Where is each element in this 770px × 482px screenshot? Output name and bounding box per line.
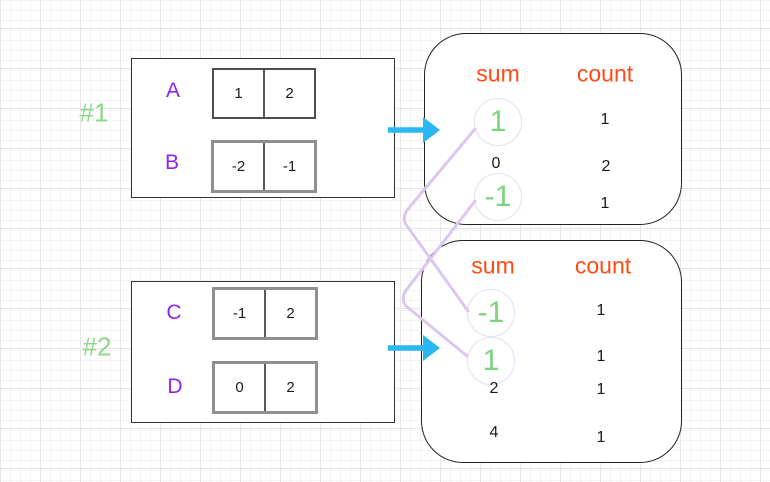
array-a-label: A (165, 79, 181, 102)
example-2-arrays-box: C -1 2 D 0 2 (131, 281, 395, 423)
array-cell: -1 (215, 290, 264, 337)
array-d-label: D (167, 375, 183, 398)
example-2-label: #2 (82, 331, 112, 362)
sum-value: 2 (489, 380, 499, 397)
array-c-cells: -1 2 (212, 287, 318, 340)
sum-value: -1 (477, 296, 505, 329)
sum-value: 1 (482, 344, 500, 377)
example-2-result-table: sum count -1 1 1 1 2 1 4 1 (421, 240, 682, 463)
array-b-cells: -2 -1 (211, 140, 317, 193)
array-cell: 0 (215, 364, 264, 411)
example-1-arrays-box: A 1 2 B -2 -1 (131, 58, 395, 198)
example-1-label: #1 (79, 97, 109, 128)
array-cell: 1 (214, 70, 263, 117)
count-value: 2 (601, 158, 611, 175)
array-d-cells: 0 2 (212, 361, 318, 414)
sum-header: sum (471, 252, 515, 279)
sum-header: sum (476, 60, 520, 87)
sum-value: 1 (489, 105, 507, 138)
count-value: 1 (600, 111, 610, 128)
highlight-circle: 1 (467, 337, 515, 385)
count-value: 1 (596, 429, 606, 446)
sum-value: 0 (491, 155, 501, 172)
array-cell: -1 (263, 143, 314, 190)
array-c-label: C (166, 301, 182, 324)
example-1-result-table: sum count 1 1 0 2 -1 1 (424, 33, 682, 225)
array-cell: 2 (264, 290, 315, 337)
array-cell: -2 (214, 143, 263, 190)
array-cell: 2 (264, 364, 315, 411)
count-header: count (576, 60, 634, 87)
count-value: 1 (596, 381, 606, 398)
sum-value: -1 (484, 180, 512, 213)
array-cell: 2 (263, 70, 314, 117)
highlight-circle: -1 (474, 173, 522, 221)
array-a-cells: 1 2 (212, 68, 316, 119)
count-value: 1 (596, 348, 606, 365)
count-value: 1 (600, 195, 610, 212)
array-b-label: B (164, 151, 180, 174)
sum-value: 4 (489, 424, 499, 441)
count-header: count (574, 252, 632, 279)
highlight-circle: -1 (467, 289, 515, 337)
highlight-circle: 1 (474, 98, 522, 146)
count-value: 1 (596, 302, 606, 319)
